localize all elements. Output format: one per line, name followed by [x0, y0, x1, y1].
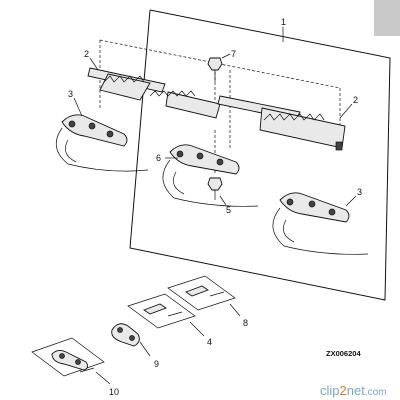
page-corner-marker [374, 0, 400, 36]
rail-frame [129, 9, 391, 301]
guard-assembly-right [279, 192, 350, 223]
callout-leader-5 [219, 195, 227, 206]
callout-8: 8 [243, 318, 248, 328]
callout-3-left: 3 [68, 89, 73, 99]
bolt-part-7 [207, 57, 223, 82]
callout-leader-2a [89, 57, 99, 71]
callout-7: 7 [231, 49, 236, 59]
callout-5: 5 [226, 205, 231, 215]
guard-tails [55, 127, 369, 255]
drawing-code: ZX006204 [326, 349, 361, 358]
watermark: clip2net.com [320, 383, 387, 398]
callout-leader-3b [345, 195, 357, 207]
repair-kit-4 [127, 293, 205, 337]
callout-9: 9 [154, 359, 159, 369]
callout-10: 10 [109, 387, 119, 397]
chain-link-part-9 [111, 323, 151, 357]
callout-leader-3a [73, 97, 83, 117]
knife-section-left [87, 67, 166, 101]
bolt-part-5 [207, 177, 223, 200]
guard-assembly-middle [169, 144, 240, 175]
watermark-text: clip2net.com [320, 383, 387, 398]
callout-1: 1 [281, 17, 286, 27]
callout-leader-7 [221, 53, 231, 59]
callout-2-left: 2 [84, 49, 89, 59]
callout-3-right: 3 [357, 187, 362, 197]
guard-assembly-left [61, 114, 128, 147]
callout-2-right: 2 [353, 95, 358, 105]
knife-section-right [217, 95, 346, 151]
knife-section-middle [149, 90, 221, 119]
callout-6: 6 [156, 153, 161, 163]
callout-4: 4 [207, 337, 212, 347]
callout-labels: 1 2 2 3 3 4 5 6 7 8 9 10 [68, 17, 362, 397]
repair-kit-8 [167, 275, 241, 317]
repair-kit-10 [31, 337, 111, 385]
callout-leader-2b [339, 103, 353, 119]
